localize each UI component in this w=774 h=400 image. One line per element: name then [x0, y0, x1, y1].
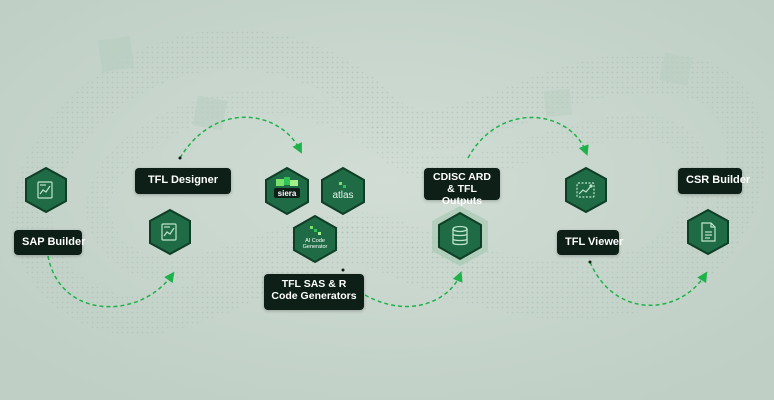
- chart-document-icon: [37, 181, 53, 199]
- ai-code-generator-text-line1: AI Code: [305, 238, 325, 244]
- siera-hex[interactable]: siera: [264, 166, 310, 216]
- tfl-code-generators-label[interactable]: TFL SAS & R Code Generators: [264, 274, 364, 310]
- atlas-logo: [339, 182, 346, 188]
- csr-builder-label[interactable]: CSR Builder: [678, 168, 750, 194]
- csr-builder-hex[interactable]: [686, 208, 730, 256]
- tfl-designer-hex[interactable]: [148, 208, 192, 256]
- tfl-viewer-label[interactable]: TFL Viewer: [557, 230, 623, 255]
- sap-builder-label[interactable]: SAP Builder: [14, 230, 85, 255]
- atlas-logo-text: atlas: [332, 190, 353, 201]
- cdisc-ard-hex[interactable]: [428, 204, 492, 268]
- arrow-designer-to-generators: [179, 116, 302, 159]
- atlas-hex[interactable]: atlas: [320, 166, 366, 216]
- tfl-designer-label[interactable]: TFL Designer: [135, 168, 231, 194]
- ai-code-generator-icon: [310, 226, 321, 235]
- siera-logo-text: siera: [278, 189, 297, 198]
- database-icon: [452, 225, 468, 246]
- ai-code-generator-text-line2: Generator: [303, 244, 328, 250]
- arrow-cdisc-to-viewer: [467, 116, 589, 159]
- chart-document-icon: [161, 223, 177, 241]
- arrow-sap-to-designer: [47, 255, 175, 308]
- ai-code-generator-hex[interactable]: AI Code Generator: [292, 214, 338, 264]
- document-icon: [701, 222, 716, 242]
- arrow-generators-to-cdisc: [364, 271, 463, 308]
- chart-viewer-icon: [576, 182, 595, 198]
- siera-logo: [274, 177, 300, 198]
- arrow-viewer-to-csr: [589, 261, 708, 306]
- sap-builder-hex[interactable]: [24, 166, 68, 214]
- tfl-viewer-hex[interactable]: [564, 166, 608, 214]
- cdisc-ard-label[interactable]: CDISC ARD & TFL Outputs: [424, 168, 500, 207]
